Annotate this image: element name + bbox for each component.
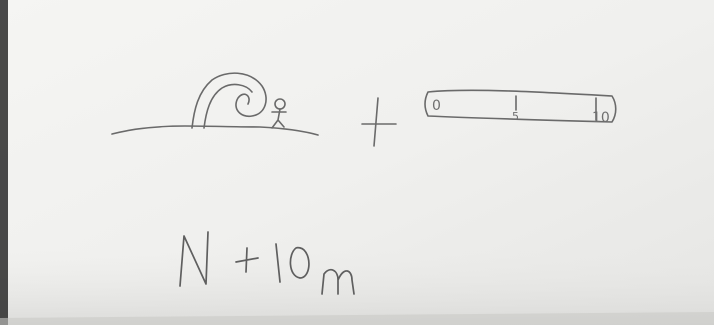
wave-curl-drawing bbox=[191, 72, 267, 129]
wave-inner-stroke bbox=[203, 83, 253, 129]
plus-sign-drawing bbox=[361, 97, 397, 147]
ruler-drawing bbox=[424, 89, 617, 123]
paper-dark-border bbox=[0, 0, 8, 325]
ruler-tick-middle: 5 bbox=[512, 110, 519, 123]
equation-letter-n bbox=[179, 231, 209, 287]
ruler-tick-start: 0 bbox=[432, 98, 441, 114]
stick-figure-body bbox=[271, 108, 287, 129]
paper-bottom-edge bbox=[0, 312, 714, 325]
paper-bottom-shadow bbox=[0, 250, 714, 325]
ruler-tick-end: 10 bbox=[592, 110, 610, 126]
equation-zero bbox=[289, 246, 310, 279]
equation-one bbox=[275, 243, 281, 283]
ground-line bbox=[111, 125, 319, 136]
equation-unit-m bbox=[321, 268, 355, 295]
equation-plus bbox=[235, 247, 259, 273]
